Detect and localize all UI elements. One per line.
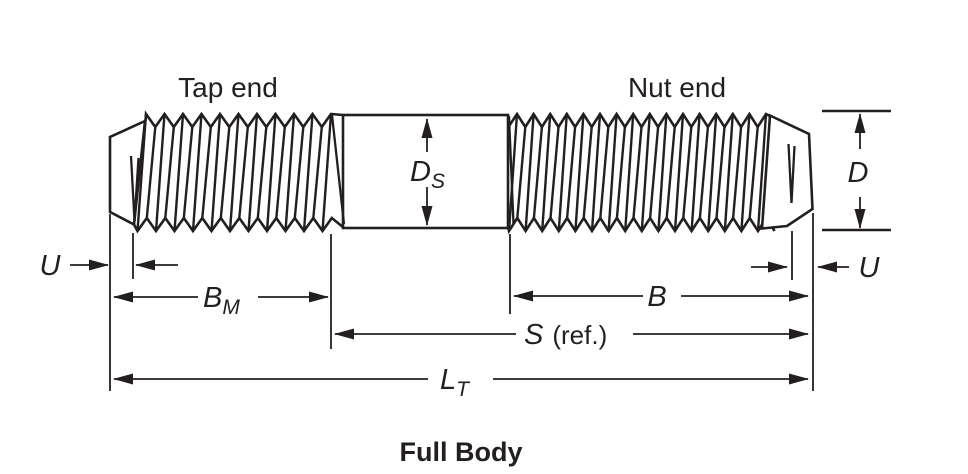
tap-incomplete-thread-mark — [129, 155, 140, 222]
thread-line — [731, 126, 743, 219]
nut-end-thread-section — [506, 111, 776, 235]
thread-line — [565, 126, 577, 219]
chamfer-right — [760, 113, 814, 230]
thread-line — [164, 126, 175, 219]
thread-line — [682, 126, 693, 219]
thread-line — [210, 113, 222, 232]
thread-line — [665, 126, 676, 219]
nut-incomplete-thread-mark — [787, 143, 796, 204]
thread-line — [607, 113, 618, 232]
thread-line — [615, 126, 627, 219]
thread-line — [201, 126, 212, 219]
thread-line — [293, 126, 305, 219]
thread-line — [657, 113, 668, 232]
thread-line — [265, 113, 277, 232]
thread-line — [723, 113, 734, 232]
thread-line — [590, 113, 602, 232]
thread-line — [740, 113, 751, 232]
u-right-label: U — [859, 252, 881, 284]
thread-line — [228, 113, 240, 232]
thread-line — [173, 113, 185, 232]
thread-line — [524, 113, 535, 232]
thread-line — [541, 113, 552, 232]
thread-line — [506, 215, 776, 235]
thread-line — [182, 126, 194, 219]
thread-line — [219, 126, 231, 219]
tap-thread-runout-line — [330, 114, 346, 225]
caption-full-body: Full Body — [400, 437, 523, 467]
d-label: D — [848, 157, 869, 189]
thread-line — [632, 126, 643, 219]
thread-line — [574, 113, 585, 232]
thread-line — [715, 126, 726, 219]
thread-line — [256, 126, 268, 219]
thread-line — [154, 113, 166, 232]
thread-line — [624, 113, 635, 232]
u-left-label: U — [40, 250, 62, 282]
thread-line — [191, 113, 203, 232]
dimension-arrows — [70, 113, 866, 385]
thread-line — [321, 113, 333, 232]
thread-line — [640, 113, 651, 232]
thread-line — [698, 126, 710, 219]
thread-line — [284, 113, 296, 232]
thread-line — [247, 113, 259, 232]
bm-label: BM — [203, 282, 240, 319]
thread-line — [599, 126, 610, 219]
thread-line — [557, 113, 568, 232]
nut-thread-runout-line — [507, 115, 515, 225]
thread-line — [132, 215, 345, 234]
thread-line — [145, 126, 157, 219]
thread-line — [648, 126, 660, 219]
thread-line — [507, 113, 519, 232]
thread-line — [275, 126, 286, 219]
thread-line — [673, 113, 685, 232]
thread-line — [582, 126, 593, 219]
thread-line — [707, 113, 718, 232]
thread-line — [549, 126, 560, 219]
tap-end-thread-section — [132, 110, 345, 234]
extension-lines — [109, 213, 814, 391]
ds-label: DS — [410, 156, 445, 193]
tap-end-label: Tap end — [178, 72, 278, 103]
s-ref-label: S(ref.) — [524, 319, 607, 351]
thread-line — [748, 126, 759, 219]
thread-line — [690, 113, 701, 232]
thread-line — [238, 126, 249, 219]
lt-label: LT — [440, 364, 471, 401]
thread-line — [532, 126, 544, 219]
thread-line — [756, 113, 768, 232]
thread-line — [302, 113, 314, 232]
thread-line — [312, 126, 323, 219]
b-label: B — [647, 281, 666, 313]
nut-end-label: Nut end — [628, 72, 726, 103]
thread-line — [516, 126, 527, 219]
